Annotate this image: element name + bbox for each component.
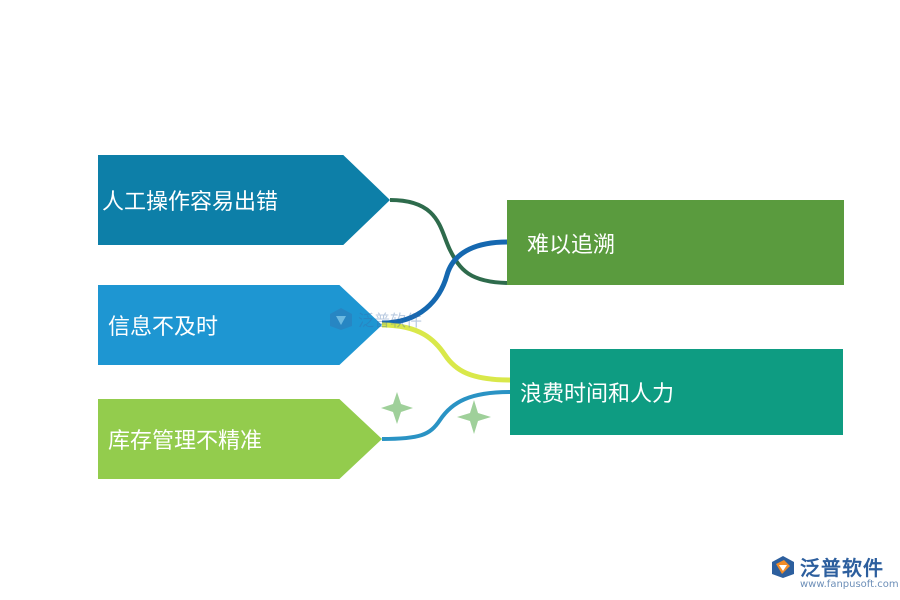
connector-cause2-effect2 bbox=[381, 322, 511, 383]
watermark-text: 泛普软件 bbox=[358, 311, 423, 330]
cause-label: 信息不及时 bbox=[108, 315, 219, 340]
connector-cause1-effect1 bbox=[389, 198, 508, 285]
effect-box-hard-to-trace: 难以追溯 bbox=[507, 200, 844, 285]
sparkle-icon bbox=[457, 400, 491, 434]
brand-logo: 泛普软件 www.fanpusoft.com bbox=[770, 552, 899, 590]
fanpu-logo-icon bbox=[772, 555, 794, 578]
watermark: 泛普软件 bbox=[328, 306, 422, 332]
cause-label: 人工操作容易出错 bbox=[102, 190, 279, 215]
connector-cause3-effect2 bbox=[381, 390, 511, 441]
connector-cause2-effect1 bbox=[381, 239, 508, 326]
effect-box-waste-time: 浪费时间和人力 bbox=[510, 349, 843, 435]
effect-label: 浪费时间和人力 bbox=[520, 382, 675, 407]
cause-label: 库存管理不精准 bbox=[108, 429, 263, 454]
cause-box-manual-error: 人工操作容易出错 bbox=[98, 155, 390, 245]
cause-box-info-delay: 信息不及时 bbox=[98, 285, 382, 365]
brand-url: www.fanpusoft.com bbox=[800, 579, 899, 590]
cause-box-inventory-inaccurate: 库存管理不精准 bbox=[98, 399, 382, 479]
effect-label: 难以追溯 bbox=[527, 232, 616, 258]
fanpu-logo-icon bbox=[330, 308, 352, 330]
sparkle-icon bbox=[381, 392, 413, 424]
brand-name: 泛普软件 bbox=[800, 556, 884, 580]
